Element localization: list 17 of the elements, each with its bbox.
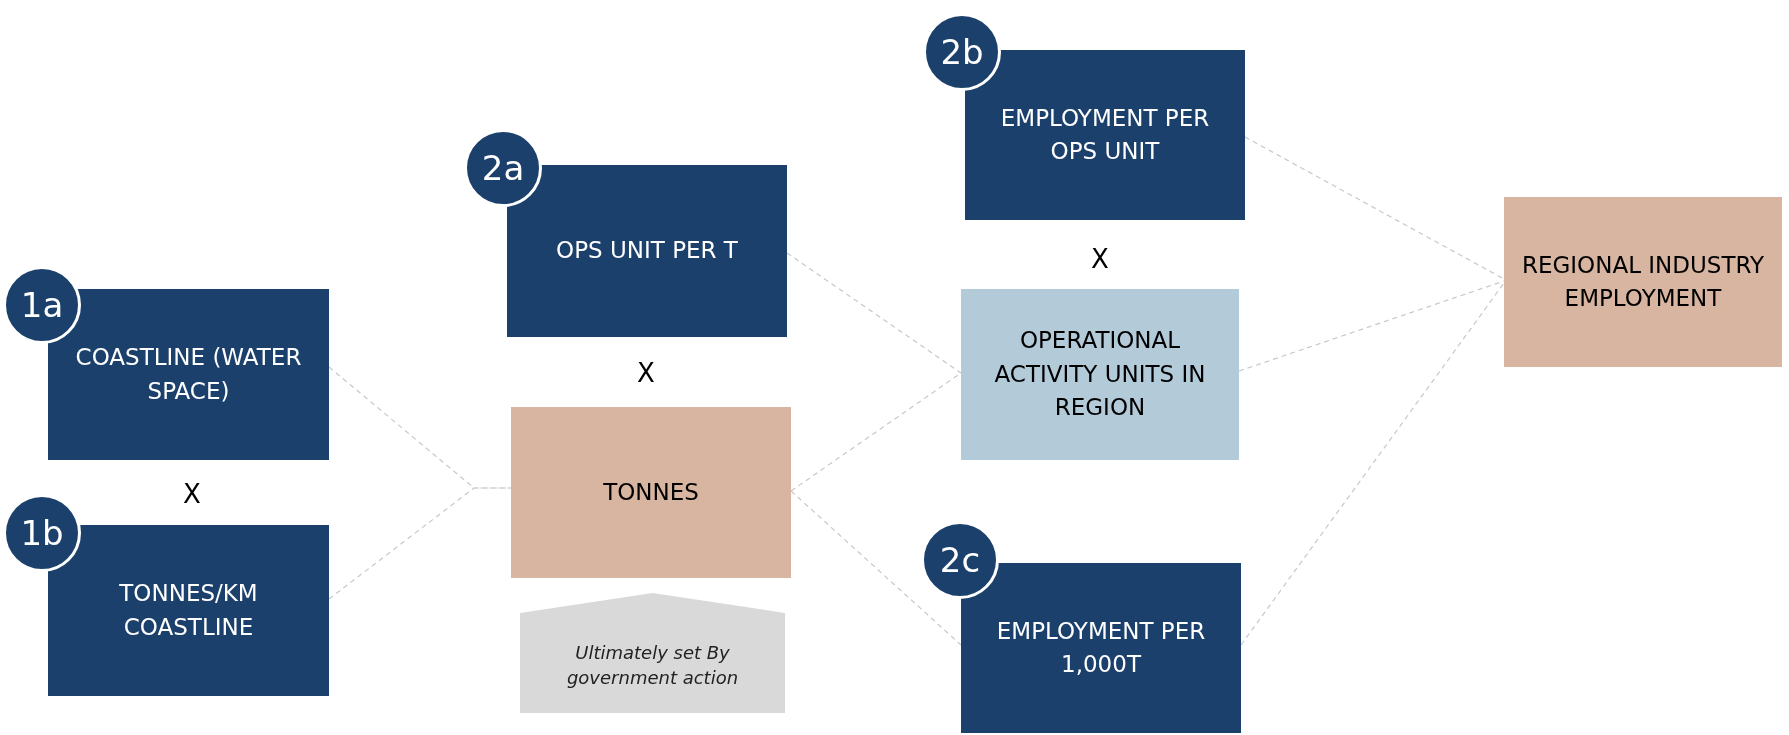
- number-badge: 2a: [464, 129, 542, 207]
- process-box: OPERATIONAL ACTIVITY UNITS IN REGION: [961, 289, 1239, 460]
- dashed-connector: [786, 252, 962, 374]
- dashed-connector: [1244, 136, 1505, 280]
- process-box: TONNES: [511, 407, 791, 578]
- number-badge: 2b: [923, 13, 1001, 91]
- dashed-connector: [1240, 282, 1505, 646]
- dashed-connector: [790, 490, 962, 646]
- number-badge: 1a: [3, 266, 81, 344]
- multiply-sign: X: [637, 360, 655, 386]
- number-badge: 2c: [921, 521, 999, 599]
- dashed-connector: [328, 487, 512, 600]
- note-pentagon: Ultimately set By government action: [520, 593, 785, 713]
- process-box: REGIONAL INDUSTRY EMPLOYMENT: [1504, 197, 1782, 367]
- multiply-sign: X: [183, 481, 201, 507]
- number-badge: 1b: [3, 494, 81, 572]
- multiply-sign: X: [1091, 246, 1109, 272]
